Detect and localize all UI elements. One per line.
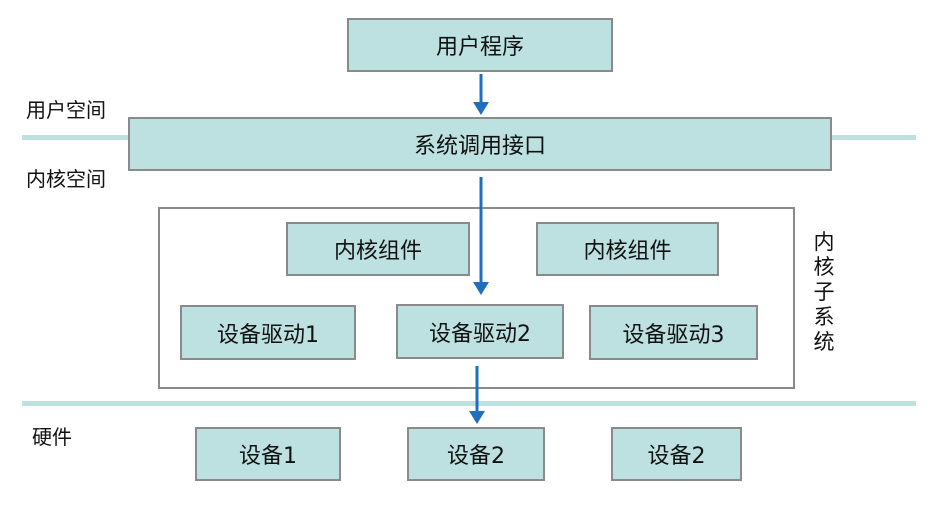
syscall-interface-box: 系统调用接口 <box>128 117 832 171</box>
kernel-hardware-divider <box>22 401 916 406</box>
user-space-label: 用户空间 <box>26 98 106 122</box>
hardware-label: 硬件 <box>32 425 72 449</box>
kernel-component-box: 内核组件 <box>536 222 719 276</box>
arrow-driver-to-device <box>469 366 485 424</box>
device-driver-box: 设备驱动3 <box>589 305 758 360</box>
device-driver-box: 设备驱动1 <box>180 305 356 360</box>
device-box: 设备1 <box>195 427 341 481</box>
user-program-box: 用户程序 <box>347 18 613 72</box>
device-box: 设备2 <box>407 427 545 481</box>
device-box: 设备2 <box>611 427 742 481</box>
device-driver-box: 设备驱动2 <box>396 304 564 359</box>
kernel-subsystem-label: 内 核 子 系 统 <box>813 230 835 354</box>
arrow-user-to-syscall <box>473 74 489 115</box>
arrow-syscall-to-driver <box>473 177 489 295</box>
kernel-component-box: 内核组件 <box>286 222 470 276</box>
kernel-space-label: 内核空间 <box>26 167 106 191</box>
